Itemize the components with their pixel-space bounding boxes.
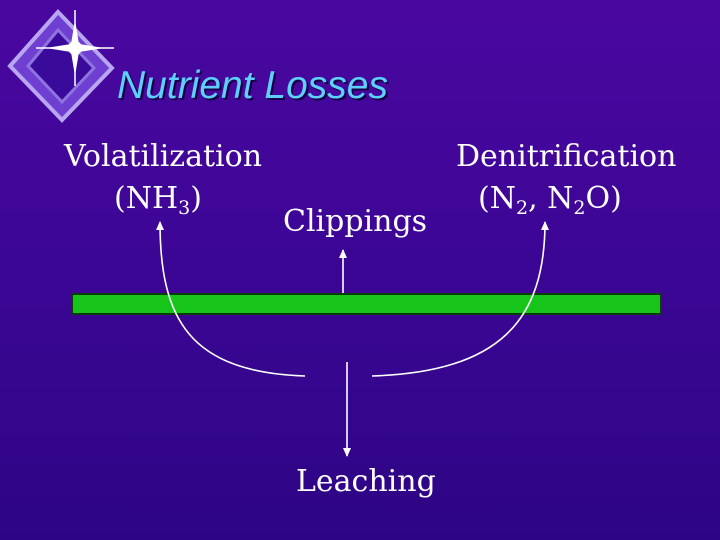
soil-surface-bar xyxy=(71,293,662,315)
leaching-label: Leaching xyxy=(296,464,436,499)
n2-n2o-label: (N2, N2O) xyxy=(478,181,622,219)
nh3-label: (NH3) xyxy=(114,181,202,219)
denitrification-label: Denitrification xyxy=(456,139,677,174)
volatilization-arrow xyxy=(156,221,306,377)
denitrification-arrow xyxy=(371,221,549,377)
sparkle-star-icon xyxy=(7,9,115,123)
volatilization-label: Volatilization xyxy=(64,139,263,174)
slide-title: Nutrient Losses xyxy=(117,64,388,107)
clippings-label: Clippings xyxy=(283,204,428,239)
